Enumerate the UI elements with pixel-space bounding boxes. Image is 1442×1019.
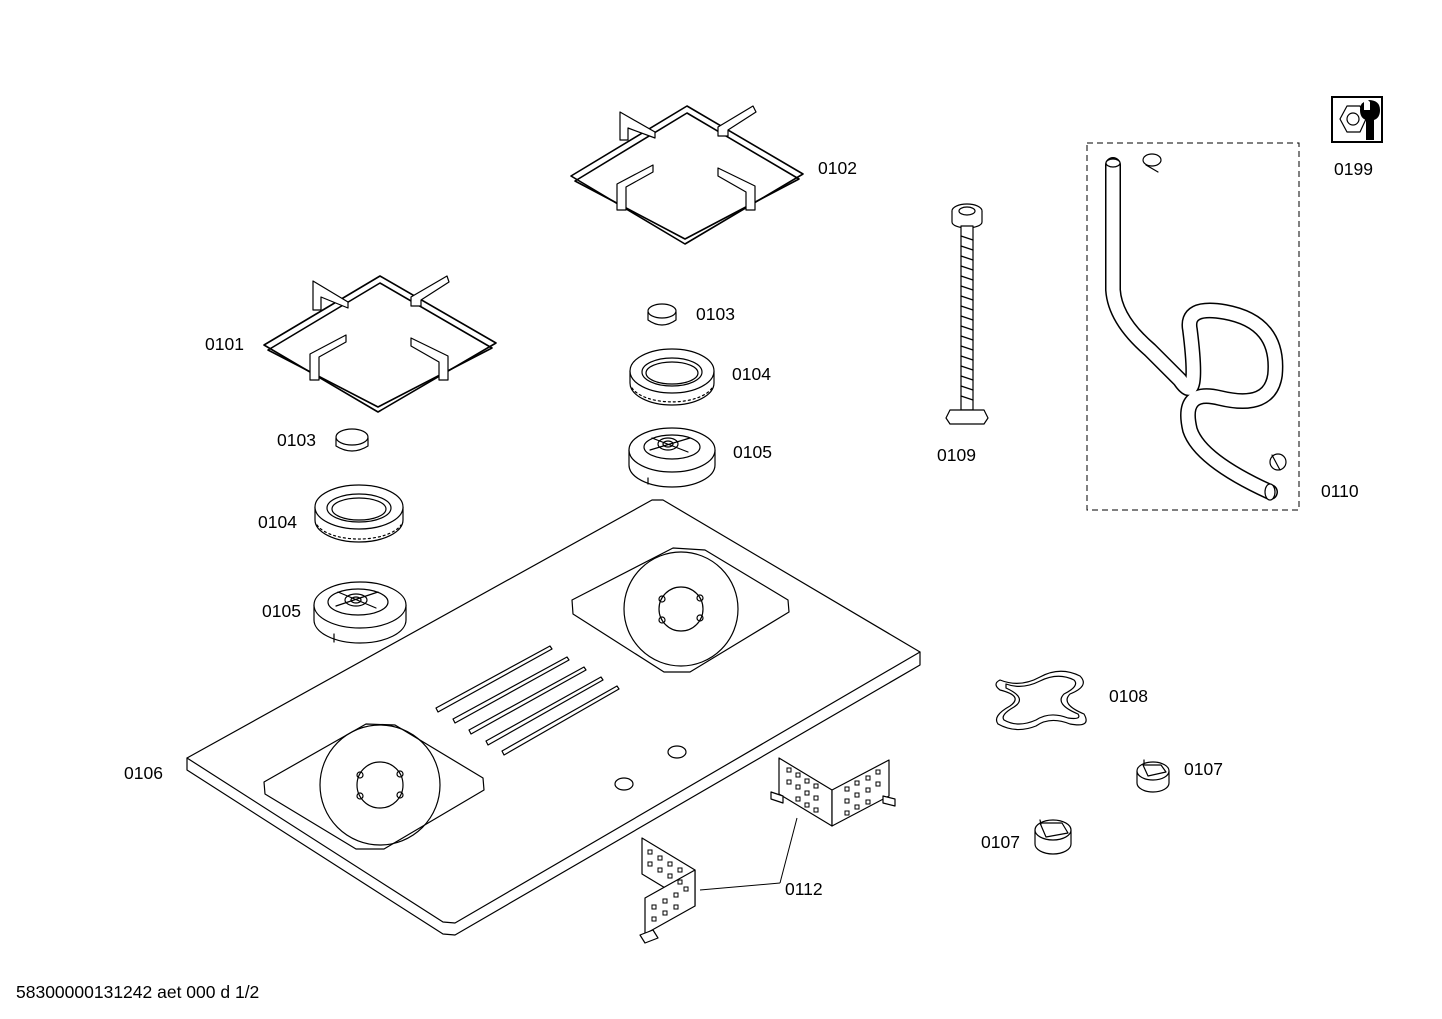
label-wok-adapter: 0108 <box>1109 686 1148 706</box>
hob-top-panel <box>186 499 921 936</box>
burner-cap-right <box>647 303 677 326</box>
label-grate-right: 0102 <box>818 158 857 178</box>
label-service-kit: 0199 <box>1334 159 1373 179</box>
label-hob-top: 0106 <box>124 763 163 783</box>
label-brackets: 0112 <box>785 879 823 899</box>
flame-spreader-ring-left <box>314 484 404 543</box>
wok-adapter-ring <box>995 670 1087 731</box>
label-gas-pipe: 0109 <box>937 445 976 465</box>
pan-support-right <box>570 105 804 245</box>
wrench-nut-icon <box>1331 96 1383 143</box>
label-grate-left: 0101 <box>205 334 244 354</box>
bracket-leader-lines <box>699 817 798 891</box>
label-knob-lower: 0107 <box>981 832 1020 852</box>
label-cap-right: 0103 <box>696 304 735 324</box>
pan-support-left <box>263 275 497 413</box>
burner-cap-left <box>335 428 369 452</box>
label-head-right: 0105 <box>733 442 772 462</box>
label-head-left: 0105 <box>262 601 301 621</box>
label-knob-upper: 0107 <box>1184 759 1223 779</box>
part-labels: 0101 0102 0103 0103 0104 0104 0105 0105 … <box>124 158 1373 899</box>
footer-document-id: 58300000131242 aet 000 d 1/2 <box>16 982 259 1002</box>
label-cap-left: 0103 <box>277 430 316 450</box>
label-hose-kit: 0110 <box>1321 481 1359 501</box>
mounting-bracket-lower <box>639 837 696 944</box>
burner-head-left <box>313 581 407 644</box>
control-knob-upper <box>1136 759 1170 793</box>
mounting-bracket-upper <box>770 757 896 827</box>
label-ring-left: 0104 <box>258 512 297 532</box>
control-knob-lower <box>1034 819 1072 855</box>
hose-kit-box <box>1086 142 1300 511</box>
flame-spreader-ring-right <box>629 348 715 406</box>
gas-connection-pipe <box>945 203 989 425</box>
burner-head-right <box>628 427 716 488</box>
label-ring-right: 0104 <box>732 364 771 384</box>
